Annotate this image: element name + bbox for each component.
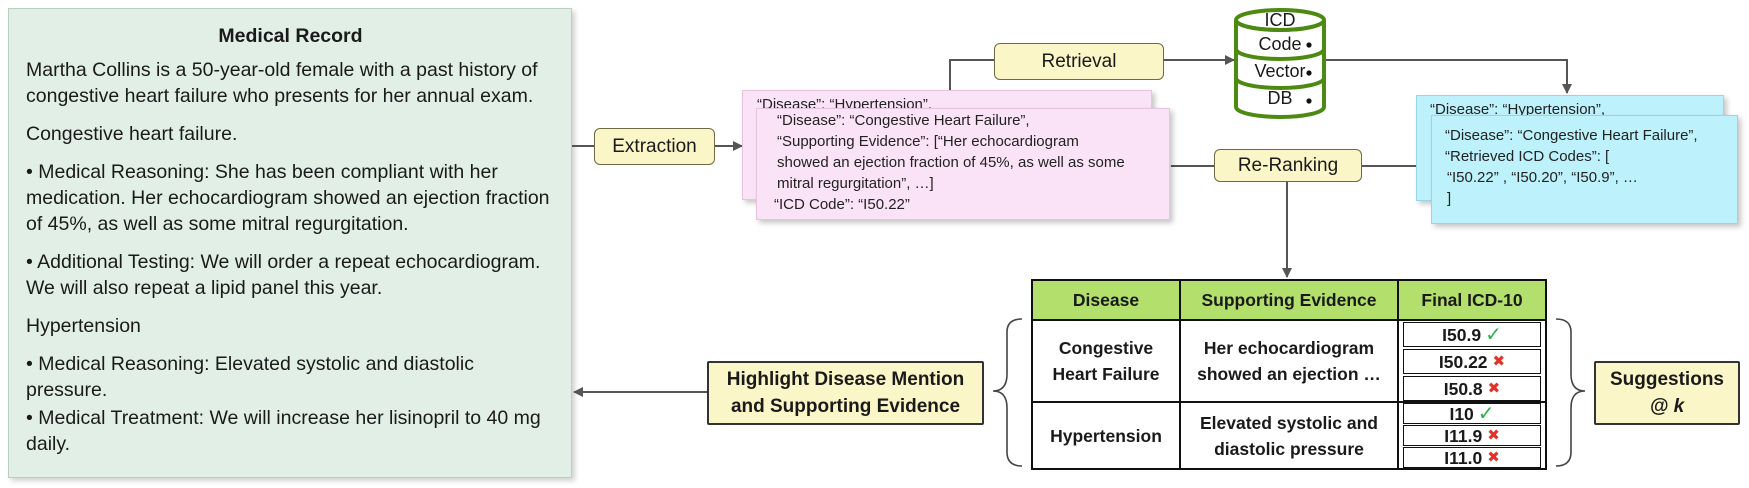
icd-code: I50.22 xyxy=(1438,351,1488,372)
retrieved-line: “I50.22” , “I50.20”, “I50.9”, … xyxy=(1447,169,1638,186)
table-header-evidence: Supporting Evidence xyxy=(1179,279,1399,321)
database-label: ICD Code Vector DB xyxy=(1245,10,1315,115)
disease-line: Heart Failure xyxy=(1052,364,1160,384)
evidence-line: showed an ejection … xyxy=(1197,364,1381,384)
suggestions-label-line1: Suggestions xyxy=(1609,369,1724,390)
right-brace xyxy=(1555,318,1586,467)
medical-record-title: Medical Record xyxy=(218,25,363,47)
retrieved-line: ] xyxy=(1447,190,1452,207)
retrieved-card-front: “Disease”: “Congestive Heart Failure”, “… xyxy=(1431,115,1738,224)
disease-line: Congestive xyxy=(1058,338,1154,358)
table-cell-codes xyxy=(1397,401,1547,470)
extracted-line: showed an ejection fraction of 45%, as w… xyxy=(777,154,1125,171)
record-htn-treatment: • Medical Treatment: We will increase he… xyxy=(26,407,541,455)
record-htn-reasoning: • Medical Reasoning: Elevated systolic a… xyxy=(26,353,474,401)
icd-code: I10 xyxy=(1449,403,1474,424)
cross-icon: ✖ xyxy=(1492,352,1506,370)
record-intro: Martha Collins is a 50-year-old female w… xyxy=(26,59,538,107)
highlight-label-line1: Highlight Disease Mention xyxy=(726,369,965,390)
record-section-htn-title: Hypertension xyxy=(26,315,141,337)
table-cell-evidence: Elevated systolic and diastolic pressure xyxy=(1179,401,1399,470)
table-cell-disease: Congestive Heart Failure xyxy=(1031,319,1181,403)
icd-code-item: I11.0✖ xyxy=(1403,447,1541,468)
extracted-card-front: “Disease”: “Congestive Heart Failure”, “… xyxy=(756,108,1170,220)
suggestions-step: Suggestions @ k xyxy=(1594,361,1740,425)
icd-code-item: I11.9✖ xyxy=(1403,425,1541,446)
extracted-line: “Disease”: “Congestive Heart Failure”, xyxy=(777,112,1030,129)
icd-code-item: I50.22✖ xyxy=(1403,349,1541,374)
medical-record-panel: Medical Record Martha Collins is a 50-ye… xyxy=(8,8,572,478)
icd-code-item: I10✓ xyxy=(1403,402,1541,425)
extraction-step: Extraction xyxy=(594,128,715,165)
icd-code-item: I50.8✖ xyxy=(1403,376,1541,401)
extracted-line: mitral regurgitation”, …] xyxy=(777,175,934,192)
db-line-icd: ICD xyxy=(1264,10,1296,30)
check-icon: ✓ xyxy=(1485,323,1502,346)
cross-icon: ✖ xyxy=(1487,448,1500,466)
icd-code: I11.9 xyxy=(1444,425,1483,446)
reranking-step: Re-Ranking xyxy=(1214,149,1362,182)
icd-code-item: I50.9✓ xyxy=(1403,322,1541,347)
disease-line: Hypertension xyxy=(1050,425,1162,446)
cards-to-retrieval-line xyxy=(949,59,994,90)
results-table: Disease Supporting Evidence Final ICD-10… xyxy=(1031,279,1547,470)
retrieved-line: “Retrieved ICD Codes”: [ xyxy=(1445,148,1610,165)
db-line-db: DB xyxy=(1267,88,1293,108)
icd-code: I50.8 xyxy=(1443,378,1483,399)
evidence-line: diastolic pressure xyxy=(1214,438,1364,459)
left-brace xyxy=(992,318,1023,467)
icd-code: I50.9 xyxy=(1442,324,1482,345)
record-section-chf-title: Congestive heart failure. xyxy=(26,123,238,145)
cross-icon: ✖ xyxy=(1487,379,1501,397)
extracted-line: “Supporting Evidence”: [“Her echocardiog… xyxy=(777,133,1079,150)
retrieved-back-line: “Disease”: “Hypertension”, xyxy=(1430,101,1606,118)
table-cell-disease: Hypertension xyxy=(1031,401,1181,470)
db-line-vector: Vector xyxy=(1254,61,1306,81)
cross-icon: ✖ xyxy=(1487,426,1500,444)
extraction-label: Extraction xyxy=(612,135,697,157)
evidence-line: Elevated systolic and xyxy=(1200,412,1378,433)
highlight-step: Highlight Disease Mention and Supporting… xyxy=(707,361,984,425)
retrieval-label: Retrieval xyxy=(1041,50,1117,72)
table-cell-evidence: Her echocardiogram showed an ejection … xyxy=(1179,319,1399,403)
evidence-line: Her echocardiogram xyxy=(1203,338,1375,358)
extracted-line: “ICD Code”: “I50.22” xyxy=(774,196,910,213)
check-icon: ✓ xyxy=(1477,402,1495,425)
table-header-icd: Final ICD-10 xyxy=(1397,279,1547,321)
retrieved-line: “Disease”: “Congestive Heart Failure”, xyxy=(1445,127,1698,144)
icd-code: I11.0 xyxy=(1444,447,1483,468)
retrieval-step: Retrieval xyxy=(994,43,1164,80)
db-line-code: Code xyxy=(1258,34,1302,54)
db-to-retrieved-arrow xyxy=(1324,59,1572,94)
reranking-label: Re-Ranking xyxy=(1237,154,1339,176)
record-chf-testing: • Additional Testing: We will order a re… xyxy=(26,251,541,299)
table-header-disease: Disease xyxy=(1031,279,1181,321)
suggestions-label-line2: @ k xyxy=(1649,396,1685,417)
highlight-label-line2: and Supporting Evidence xyxy=(730,396,961,417)
record-chf-reasoning: • Medical Reasoning: She has been compli… xyxy=(26,161,550,235)
